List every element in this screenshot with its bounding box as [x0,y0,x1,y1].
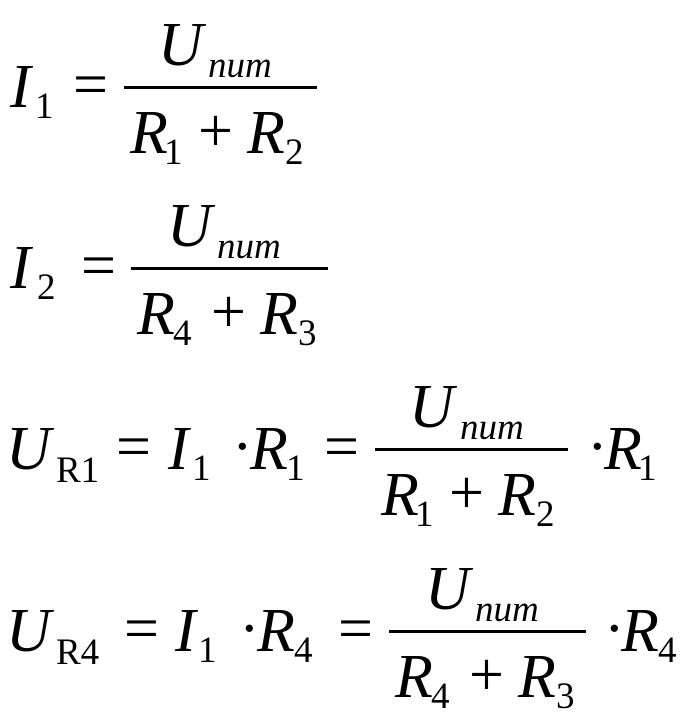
numerator-subscript: num [208,45,272,86]
denominator-term-2-subscript: 2 [285,132,304,173]
middle-term-2-subscript: 4 [294,630,313,671]
denominator-term-1-subscript: 4 [431,676,450,717]
denominator-term-1: R [381,461,419,529]
numerator-symbol: U [167,192,212,260]
equals-sign-2: = [324,413,359,481]
multiply-dot: · [239,595,260,663]
denominator-term-2: R [518,643,556,711]
plus-sign: + [198,97,233,165]
middle-term-2-subscript: 1 [286,448,305,489]
tail-term-subscript: 1 [638,448,657,489]
fraction-bar [131,267,328,270]
equals-sign: = [73,51,108,119]
multiply-dot-2: · [587,413,608,481]
middle-term-2: R [257,597,295,665]
tail-term-subscript: 4 [658,630,677,671]
equation-1: I 1 = U num R 1 + R 2 [0,0,689,181]
equals-sign-2: = [338,595,373,663]
lhs-symbol: I [10,53,31,121]
equals-sign: = [116,413,151,481]
denominator-term-2-subscript: 3 [556,676,575,717]
denominator-term-1: R [130,99,168,167]
plus-sign: + [449,459,484,527]
equation-4: U R4 = I 1 · R 4 = U num R 4 + R 3 · R 4 [0,544,689,725]
numerator-symbol: U [425,555,470,623]
lhs-subscript: R4 [56,632,100,673]
lhs-symbol: U [6,597,51,665]
numerator-subscript: num [475,589,539,630]
denominator-term-2: R [498,461,536,529]
denominator-term-2-subscript: 3 [298,313,317,354]
lhs-subscript: 1 [35,86,54,127]
fraction-bar [389,630,586,633]
equals-sign: = [124,595,159,663]
fraction-bar [375,448,568,451]
numerator-subscript: num [217,226,281,267]
numerator-symbol: U [409,373,454,441]
lhs-symbol: I [10,234,31,302]
lhs-symbol: U [6,415,51,483]
plus-sign: + [211,278,246,346]
denominator-term-1: R [395,643,433,711]
middle-term-2: R [250,415,288,483]
middle-term-1: I [168,415,189,483]
denominator-term-1-subscript: 1 [164,132,183,173]
multiply-dot: · [232,413,253,481]
equation-2: I 2 = U num R 4 + R 3 [0,181,689,362]
lhs-subscript: 2 [37,267,56,308]
denominator-term-1: R [137,280,175,348]
numerator-subscript: num [460,407,524,448]
tail-term: R [604,415,642,483]
tail-term: R [621,597,659,665]
equals-sign: = [81,232,116,300]
denominator-term-2: R [247,99,285,167]
numerator-symbol: U [158,11,203,79]
equation-3: U R1 = I 1 · R 1 = U num R 1 + R 2 · R 1 [0,362,689,543]
middle-term-1-subscript: 1 [198,630,217,671]
fraction-bar [124,86,317,89]
denominator-term-1-subscript: 4 [173,313,192,354]
denominator-term-2-subscript: 2 [536,494,555,535]
lhs-subscript: R1 [56,450,100,491]
middle-term-1-subscript: 1 [192,448,211,489]
middle-term-1: I [175,597,196,665]
plus-sign: + [469,641,504,709]
denominator-term-1-subscript: 1 [415,494,434,535]
denominator-term-2: R [260,280,298,348]
multiply-dot-2: · [604,595,625,663]
